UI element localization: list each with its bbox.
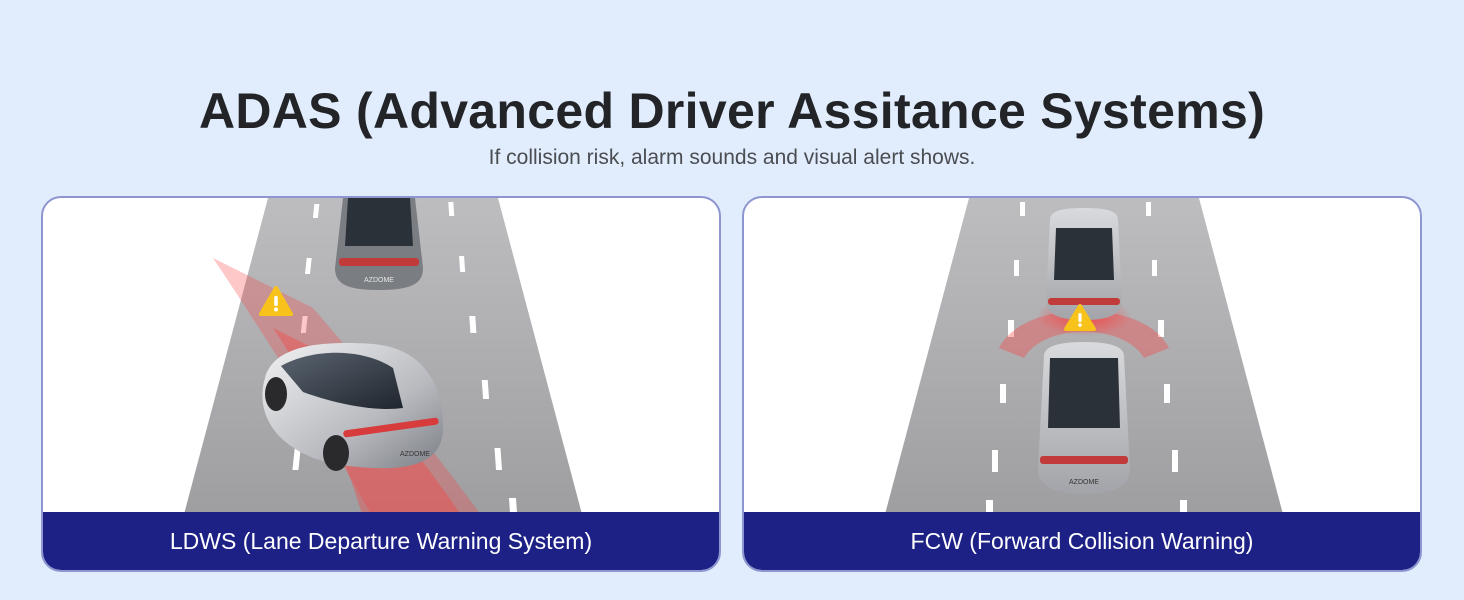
ldws-panel: AZDOME AZDOME LDWS (Lane Departure Warni… <box>41 196 721 572</box>
fcw-caption: FCW (Forward Collision Warning) <box>744 512 1420 570</box>
svg-text:AZDOME: AZDOME <box>1069 479 1099 486</box>
front-car: AZDOME <box>335 198 423 290</box>
lane-dashes <box>986 202 1187 518</box>
ldws-caption: LDWS (Lane Departure Warning System) <box>43 512 719 570</box>
lane-dashes <box>292 202 518 518</box>
fcw-scene: AZDOME <box>884 198 1284 518</box>
warning-triangle-icon <box>1064 304 1096 331</box>
front-car <box>1046 208 1122 320</box>
fcw-panel: AZDOME FCW (Forward Collision Warning) <box>742 196 1422 572</box>
departing-car: AZDOME <box>262 343 443 471</box>
page-title: ADAS (Advanced Driver Assitance Systems) <box>198 83 1266 139</box>
ldws-scene: AZDOME AZDOME <box>183 198 583 518</box>
warning-triangle-icon <box>259 286 293 316</box>
following-car: AZDOME <box>1038 342 1130 494</box>
page-subtitle: If collision risk, alarm sounds and visu… <box>488 146 976 169</box>
svg-text:AZDOME: AZDOME <box>364 277 394 284</box>
svg-text:AZDOME: AZDOME <box>400 451 430 458</box>
